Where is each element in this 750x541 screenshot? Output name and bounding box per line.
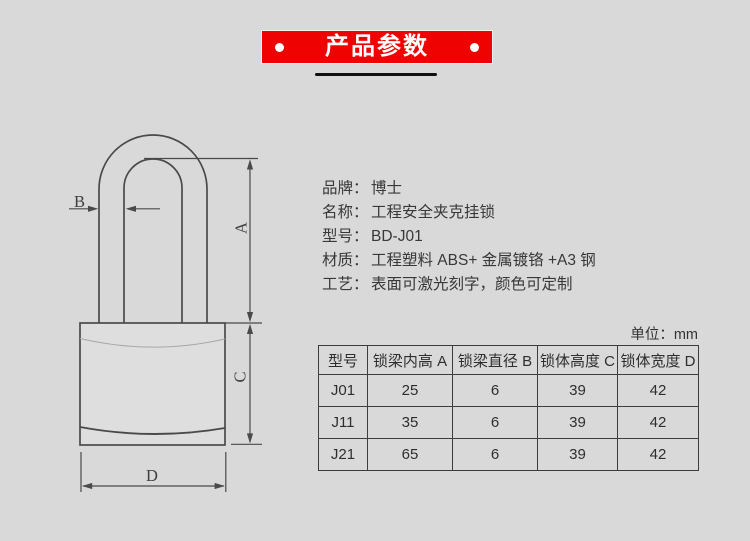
cell-value: 6: [452, 438, 538, 471]
spec-label: 型号：: [322, 228, 369, 245]
spec-label: 材质：: [322, 252, 369, 269]
banner-dot-left-icon: [275, 42, 284, 52]
spec-value: BD-J01: [371, 228, 423, 245]
dimension-arrowheads: [82, 159, 254, 490]
cell-value: 6: [452, 374, 538, 407]
unit-label: 单位：mm: [630, 327, 698, 343]
cell-value: 42: [617, 406, 699, 439]
banner-dot-right-icon: [470, 42, 479, 52]
spec-value: 博士: [371, 180, 403, 197]
spec-row-model: 型号：BD-J01: [322, 225, 596, 249]
banner-underline: [315, 73, 437, 76]
size-table-container: 型号 锁梁内高 A 锁梁直径 B 锁体高度 C 锁体宽度 D J01 25 6 …: [318, 345, 699, 471]
page-title: 产品参数: [325, 33, 429, 60]
dim-label-a: A: [232, 222, 251, 234]
spec-row-craft: 工艺：表面可激光刻字，颜色可定制: [322, 273, 596, 297]
spec-row-brand: 品牌：博士: [322, 177, 596, 201]
cell-value: 39: [537, 406, 618, 439]
col-header-shackle-diameter: 锁梁直径 B: [452, 345, 538, 375]
col-header-body-width: 锁体宽度 D: [617, 345, 699, 375]
arrow-d-right-icon: [214, 482, 225, 490]
dim-label-b: B: [74, 192, 85, 211]
col-header-shackle-height: 锁梁内高 A: [367, 345, 453, 375]
padlock-diagram: B A C D: [69, 134, 262, 492]
arrow-c-up-icon: [246, 323, 254, 334]
table-row: J21 65 6 39 42: [318, 438, 699, 471]
table-row: J01 25 6 39 42: [318, 374, 699, 407]
spec-row-material: 材质：工程塑料 ABS+ 金属镀铬 +A3 钢: [322, 249, 596, 273]
cell-value: 35: [367, 406, 453, 439]
arrow-b-left-icon: [125, 205, 136, 212]
shackle: [98, 134, 208, 325]
dim-label-d: D: [146, 466, 158, 485]
spec-value: 工程安全夹克挂锁: [371, 204, 496, 221]
spec-label: 品牌：: [322, 180, 369, 197]
spec-row-name: 名称：工程安全夹克挂锁: [322, 201, 596, 225]
cell-model: J11: [318, 406, 368, 439]
shackle-inner: [123, 158, 183, 325]
body-bottom-curve: [79, 426, 226, 435]
shackle-outer: [98, 134, 208, 325]
cell-value: 42: [617, 438, 699, 471]
table-row: J11 35 6 39 42: [318, 406, 699, 439]
cell-value: 42: [617, 374, 699, 407]
table-header-row: 型号 锁梁内高 A 锁梁直径 B 锁体高度 C 锁体宽度 D: [318, 345, 699, 375]
dim-label-c: C: [231, 371, 250, 382]
spec-label: 工艺：: [322, 276, 369, 293]
spec-label: 名称：: [322, 204, 369, 221]
cell-value: 65: [367, 438, 453, 471]
lock-body: [79, 322, 226, 446]
cell-value: 39: [537, 374, 618, 407]
arrow-b-right-icon: [88, 205, 99, 212]
cell-value: 25: [367, 374, 453, 407]
body-top-curve: [79, 337, 226, 348]
cell-value: 6: [452, 406, 538, 439]
cell-value: 39: [537, 438, 618, 471]
cell-model: J01: [318, 374, 368, 407]
arrow-a-up-icon: [246, 159, 254, 170]
spec-value: 表面可激光刻字，颜色可定制: [371, 276, 573, 293]
arrow-a-down-icon: [246, 312, 254, 323]
spec-value: 工程塑料 ABS+ 金属镀铬 +A3 钢: [371, 252, 596, 269]
product-specs: 品牌：博士 名称：工程安全夹克挂锁 型号：BD-J01 材质：工程塑料 ABS+…: [322, 177, 596, 297]
size-table: 型号 锁梁内高 A 锁梁直径 B 锁体高度 C 锁体宽度 D J01 25 6 …: [318, 345, 699, 471]
title-banner: 产品参数: [262, 31, 492, 63]
arrow-d-left-icon: [82, 482, 93, 490]
dimension-labels: B A C D: [74, 192, 251, 485]
col-header-body-height: 锁体高度 C: [537, 345, 618, 375]
cell-model: J21: [318, 438, 368, 471]
dimension-lines: [69, 157, 262, 492]
arrow-c-down-icon: [246, 433, 254, 444]
col-header-model: 型号: [318, 345, 368, 375]
